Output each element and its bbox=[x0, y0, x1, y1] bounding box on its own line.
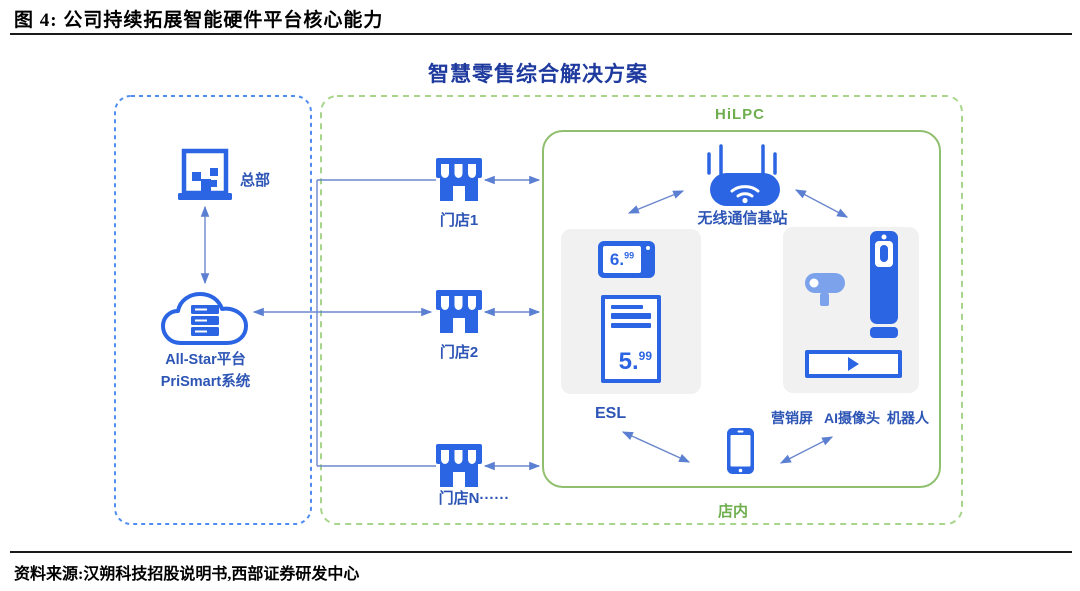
esl-price-small: 6.99 bbox=[609, 250, 635, 269]
connectors bbox=[200, 175, 849, 471]
headquarters-label: 总部 bbox=[240, 172, 271, 189]
bottom-rule bbox=[10, 551, 1072, 553]
connector-phone-devices bbox=[779, 436, 834, 464]
wireless-station-icon bbox=[707, 144, 780, 206]
robot-label: 机器人 bbox=[887, 410, 929, 426]
store-icon bbox=[436, 290, 482, 333]
ai-camera-icon bbox=[805, 273, 845, 306]
diagram-title: 智慧零售综合解决方案 bbox=[428, 63, 648, 86]
headquarters-icon bbox=[178, 148, 232, 200]
source-note: 资料来源:汉朔科技招股说明书,西部证券研发中心 bbox=[14, 566, 360, 583]
esl-label: ESL bbox=[595, 405, 627, 422]
esl-tag-large-lines bbox=[611, 305, 651, 332]
storeN-label: 门店N······ bbox=[438, 490, 510, 507]
platform-label-line2: PriSmart系统 bbox=[160, 373, 251, 390]
esl-tag-large: 5.99 bbox=[601, 295, 661, 383]
phone-icon bbox=[727, 428, 754, 474]
platform-label-line1: All-Star平台 bbox=[165, 352, 246, 368]
wireless-station-label: 无线通信基站 bbox=[697, 210, 788, 227]
esl-price-large: 5.99 bbox=[618, 348, 652, 375]
store-icon bbox=[436, 158, 482, 201]
robot-icon bbox=[870, 231, 898, 338]
figure-title: 图 4: 公司持续拓展智能硬件平台核心能力 bbox=[14, 10, 384, 31]
connector-esl-phone bbox=[621, 431, 691, 463]
cloud-platform-icon bbox=[161, 292, 248, 345]
store1-label: 门店1 bbox=[439, 212, 479, 229]
headquarters-box-dashed bbox=[114, 95, 312, 525]
hilpc-label: HiLPC bbox=[715, 106, 765, 123]
store-network-box-dashed bbox=[320, 95, 963, 525]
marketing-screen-icon bbox=[805, 350, 902, 378]
store-icon bbox=[436, 444, 482, 487]
esl-tag-small: 6.99 bbox=[598, 241, 655, 278]
connector-station-esl bbox=[627, 190, 685, 214]
connector-station-devices bbox=[794, 189, 849, 218]
play-icon bbox=[848, 357, 859, 371]
hilpc-box bbox=[542, 130, 941, 488]
instore-label: 店内 bbox=[717, 503, 748, 520]
esl-tag-small-dot bbox=[646, 246, 650, 250]
esl-tag-small-screen: 6.99 bbox=[603, 246, 641, 273]
platform-label: All-Star平台 PriSmart系统 bbox=[128, 350, 283, 394]
top-rule bbox=[10, 33, 1072, 35]
ai-camera-label: AI摄像头 bbox=[824, 410, 880, 426]
store2-label: 门店2 bbox=[439, 344, 479, 361]
marketing-screen-label: 营销屏 bbox=[771, 410, 813, 426]
